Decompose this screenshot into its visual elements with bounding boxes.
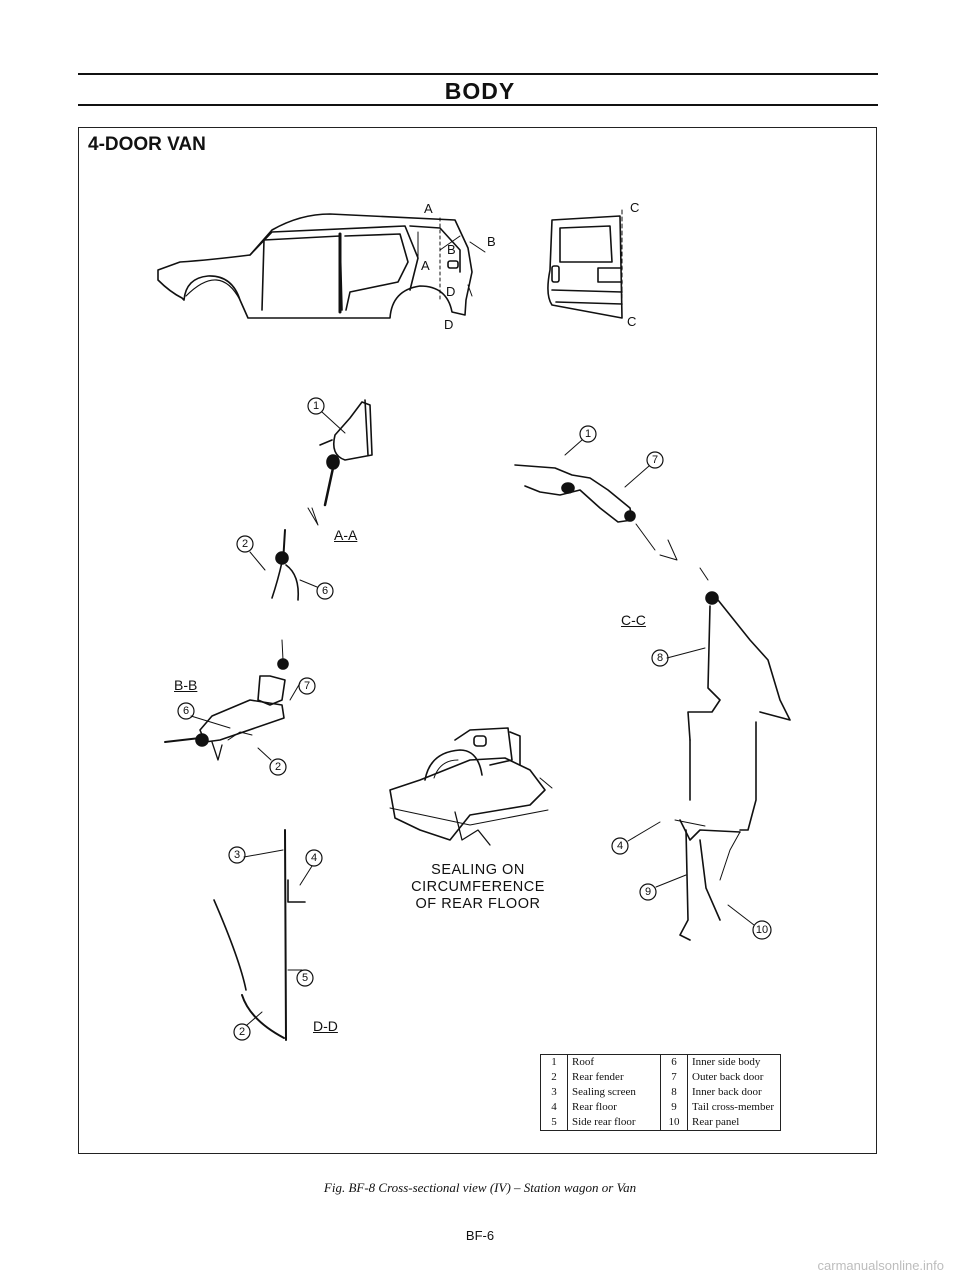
callout-5-dd-text: 5 bbox=[302, 972, 308, 984]
legend-row: 5 Side rear floor 10 Rear panel bbox=[541, 1115, 781, 1131]
label-c-bottom: C bbox=[627, 314, 636, 329]
legend-num: 2 bbox=[551, 1071, 557, 1083]
label-b-left: B bbox=[447, 242, 456, 257]
legend-name: Inner back door bbox=[687, 1085, 781, 1100]
legend-num: 10 bbox=[660, 1115, 688, 1131]
legend-name: Side rear floor bbox=[567, 1115, 661, 1131]
legend-name: Rear fender bbox=[567, 1070, 661, 1085]
legend-num: 9 bbox=[660, 1100, 688, 1115]
callout-4-dd-text: 4 bbox=[311, 852, 317, 864]
sealing-note-line1: SEALING ON bbox=[431, 862, 525, 878]
watermark: carmanualsonline.info bbox=[817, 1258, 944, 1273]
legend-num: 7 bbox=[660, 1070, 688, 1085]
legend-name: Sealing screen bbox=[567, 1085, 661, 1100]
callout-1-cc bbox=[579, 425, 597, 443]
header-rule-top bbox=[78, 73, 878, 75]
section-title: 4-DOOR VAN bbox=[88, 134, 206, 155]
callout-2-dd bbox=[233, 1023, 251, 1041]
callout-8-cc bbox=[651, 649, 669, 667]
callout-6-aa-text: 6 bbox=[322, 585, 328, 597]
legend-row: 3 Sealing screen 8 Inner back door bbox=[541, 1085, 781, 1100]
label-c-top: C bbox=[630, 200, 639, 215]
label-d-top: D bbox=[446, 284, 455, 299]
legend-row: 2 Rear fender 7 Outer back door bbox=[541, 1070, 781, 1085]
page-number: BF-6 bbox=[465, 1228, 495, 1243]
legend-num: 3 bbox=[551, 1086, 557, 1098]
callout-2-aa-text: 2 bbox=[242, 538, 248, 550]
callout-7-bb bbox=[298, 677, 316, 695]
label-b-right: B bbox=[487, 234, 496, 249]
legend-row: 4 Rear floor 9 Tail cross-member bbox=[541, 1100, 781, 1115]
callout-8-cc-text: 8 bbox=[657, 652, 663, 664]
section-aa-drawing bbox=[271, 399, 373, 601]
parts-legend-table: 1 Roof 6 Inner side body 2 Rear fender 7… bbox=[540, 1054, 781, 1131]
callout-1-cc-text: 1 bbox=[585, 428, 591, 440]
label-d-bottom: D bbox=[444, 317, 453, 332]
section-bb-drawing bbox=[164, 639, 289, 761]
legend-name: Roof bbox=[567, 1054, 661, 1070]
section-dd-drawing bbox=[213, 829, 306, 1041]
legend-num: 1 bbox=[551, 1056, 557, 1068]
callout-2-dd-text: 2 bbox=[239, 1026, 245, 1038]
section-cc-drawing bbox=[514, 464, 791, 941]
legend-name: Rear floor bbox=[567, 1100, 661, 1115]
callout-7-bb-text: 7 bbox=[304, 680, 310, 692]
callout-6-bb-text: 6 bbox=[183, 705, 189, 717]
legend-name: Inner side body bbox=[687, 1054, 781, 1070]
view-label-bb: B-B bbox=[174, 677, 198, 693]
legend-name: Tail cross-member bbox=[687, 1100, 781, 1115]
callout-10-cc bbox=[752, 920, 772, 940]
callout-1-aa bbox=[307, 397, 325, 415]
figure-frame bbox=[78, 127, 877, 1154]
legend-num: 4 bbox=[551, 1101, 557, 1113]
callout-4-cc-text: 4 bbox=[617, 840, 623, 852]
legend-row: 1 Roof 6 Inner side body bbox=[541, 1054, 781, 1070]
callout-2-aa bbox=[236, 535, 254, 553]
view-label-aa: A-A bbox=[334, 527, 358, 543]
callout-4-cc bbox=[611, 837, 629, 855]
callout-4-dd bbox=[305, 849, 323, 867]
page-header-title: BODY bbox=[444, 78, 516, 104]
sealing-note-line2: CIRCUMFERENCE bbox=[411, 879, 545, 895]
callout-circles bbox=[177, 397, 772, 1041]
callout-9-cc-text: 9 bbox=[645, 886, 651, 898]
callout-1-aa-text: 1 bbox=[313, 400, 319, 412]
sealing-note-line3: OF REAR FLOOR bbox=[415, 896, 541, 912]
legend-name: Rear panel bbox=[687, 1115, 781, 1131]
label-a-bottom: A bbox=[421, 258, 430, 273]
callout-3-dd-text: 3 bbox=[234, 849, 240, 861]
callout-9-cc bbox=[639, 883, 657, 901]
callout-10-cc-text: 10 bbox=[756, 924, 768, 936]
callout-2-bb bbox=[269, 758, 287, 776]
callout-3-dd bbox=[228, 846, 246, 864]
callout-7-cc-text: 7 bbox=[652, 454, 658, 466]
sealing-note: SEALING ON CIRCUMFERENCE OF REAR FLOOR bbox=[378, 862, 578, 913]
callout-6-aa bbox=[316, 582, 334, 600]
callout-2-bb-text: 2 bbox=[275, 761, 281, 773]
overview-labels: A A B B C C D D bbox=[421, 200, 639, 332]
callout-6-bb bbox=[177, 702, 195, 720]
legend-num: 6 bbox=[660, 1054, 688, 1070]
callout-leaders bbox=[190, 411, 755, 1026]
legend-name: Outer back door bbox=[687, 1070, 781, 1085]
legend-num: 8 bbox=[660, 1085, 688, 1100]
callout-5-dd bbox=[296, 969, 314, 987]
van-side-overview bbox=[157, 213, 486, 319]
label-a-top: A bbox=[424, 201, 433, 216]
van-rear-overview bbox=[547, 209, 623, 319]
header-rule-bottom bbox=[78, 104, 878, 106]
view-label-dd: D-D bbox=[313, 1018, 338, 1034]
legend-num: 5 bbox=[551, 1116, 557, 1128]
view-label-cc: C-C bbox=[621, 612, 646, 628]
callout-7-cc bbox=[646, 451, 664, 469]
rear-floor-drawing bbox=[389, 727, 553, 846]
figure-caption: Fig. BF-8 Cross-sectional view (IV) – St… bbox=[323, 1180, 637, 1195]
callout-numbers: 1 2 6 7 6 2 3 4 5 2 1 7 8 4 9 10 bbox=[183, 400, 768, 1038]
